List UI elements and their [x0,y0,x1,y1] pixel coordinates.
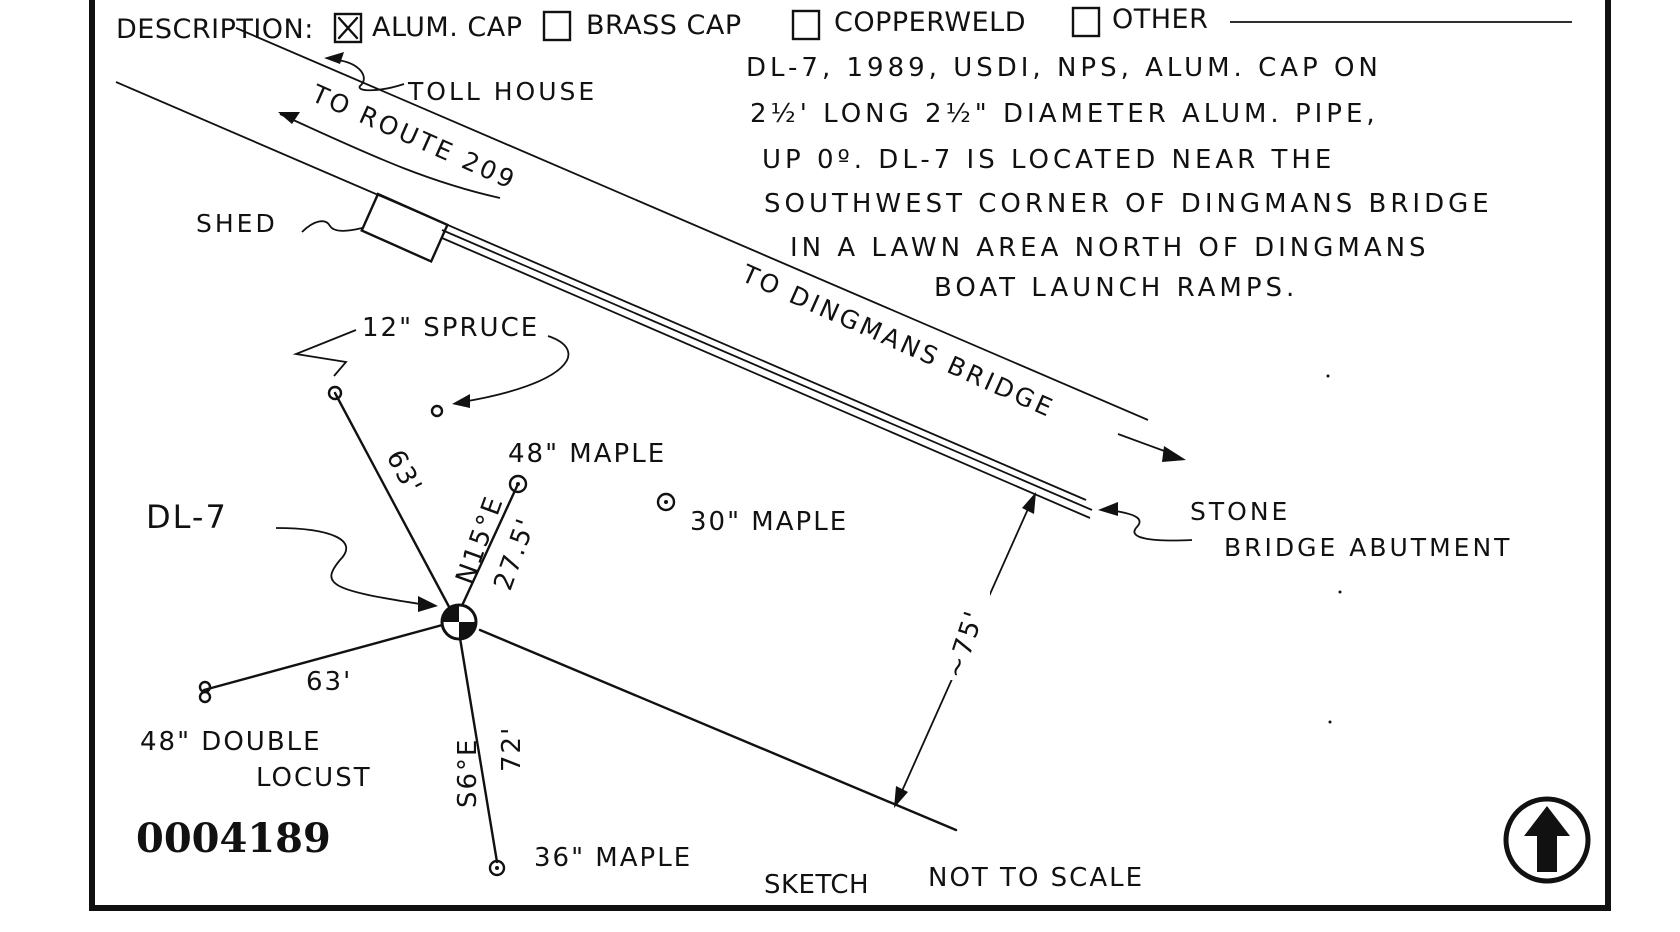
arrow-head-icon [418,596,438,612]
arrow-head-icon [278,112,300,124]
tie-to-maple-48 [458,482,520,612]
maple-30-label: 30" MAPLE [690,507,848,537]
maple-36-tree-center [495,866,499,870]
note-line: DL-7, 1989, USDI, NPS, ALUM. CAP ON [746,53,1382,83]
notes-block: DL-7, 1989, USDI, NPS, ALUM. CAP ON 2½' … [746,53,1493,303]
stray-mark [1326,374,1330,378]
arrow-head-icon [1022,492,1036,514]
bridge-edge-2 [441,237,1091,519]
maple-48-label: 48" MAPLE [508,439,666,469]
note-line: SOUTHWEST CORNER OF DINGMANS BRIDGE [764,189,1493,219]
toll-house-label: TOLL HOUSE [407,77,597,106]
shed-leader [301,220,363,233]
sketch-label: SKETCH [764,870,869,900]
option-brass-cap[interactable]: BRASS CAP [542,10,742,42]
abutment-arrow [1107,509,1193,542]
dimension-gap [942,590,990,680]
maple-30-tree-center [664,500,668,504]
dl7-label: DL-7 [146,498,228,536]
toll-house-leader [335,59,405,92]
locust-distance: 63' [306,667,352,697]
dl7-leader [275,527,421,605]
option-alum-cap[interactable]: ALUM. CAP [333,12,523,44]
arrow-head-icon [1098,502,1118,516]
stone-label-2: BRIDGE ABUTMENT [1224,533,1512,562]
sketch-frame [89,0,1611,911]
tie-to-abutment-line [478,628,958,832]
stone-label-1: STONE [1190,497,1290,526]
spruce-leader-left [292,329,357,377]
option-copperweld[interactable]: COPPERWELD [791,7,1026,41]
arrow-head-icon [1162,446,1186,462]
north-arrow-icon [1503,796,1591,884]
note-line: 2½' LONG 2½" DIAMETER ALUM. PIPE, [750,99,1379,129]
option-label-copperweld: COPPERWELD [834,7,1026,38]
spruce-tree-2 [430,404,444,418]
maple-30-tree [656,492,676,512]
note-line: IN A LAWN AREA NORTH OF DINGMANS [790,233,1430,263]
double-locust-label-1: 48" DOUBLE [140,727,322,757]
check-mark-icon [337,16,359,40]
arrow-head-icon [452,394,470,408]
shed-building [360,192,450,264]
checkbox-brass-cap[interactable] [542,10,572,42]
double-locust-tree [198,680,212,704]
tie-to-locust [202,622,448,692]
not-to-scale-label: NOT TO SCALE [928,863,1144,893]
description-row: DESCRIPTION: ALUM. CAP BRASS CAP COPPERW… [116,4,1572,45]
maple-36-label: 36" MAPLE [534,843,692,873]
maple-36-bearing: S6°E [453,738,483,808]
arrow-head-icon [894,786,908,808]
checkbox-alum-cap[interactable] [333,12,363,44]
road-edge-lower [115,81,1087,501]
spruce-leader-right [461,335,570,403]
road-edge-upper [235,27,1149,421]
option-label-other: OTHER [1112,4,1208,35]
maple-48-tree [508,474,528,494]
maple-36-distance: 72' [497,726,527,772]
bridge-edge-1 [441,229,1093,511]
option-label-alum-cap: ALUM. CAP [372,12,523,43]
shed-label: SHED [196,209,278,238]
stray-mark [1338,590,1342,594]
route-209-arrow [279,113,501,199]
double-locust-label-2: LOCUST [256,763,372,793]
note-line: UP 0º. DL-7 IS LOCATED NEAR THE [762,145,1335,175]
note-line: BOAT LAUNCH RAMPS. [934,273,1298,303]
stray-mark [1328,720,1332,724]
checkbox-other[interactable] [1071,6,1101,38]
spruce-label: 12" SPRUCE [362,313,539,343]
checkbox-copperweld[interactable] [791,9,821,41]
spruce-tree-1 [327,385,343,401]
option-label-brass-cap: BRASS CAP [586,10,742,41]
tie-to-spruce [333,391,457,620]
tie-to-maple-36 [458,636,499,864]
benchmark-disk-icon [440,603,478,641]
description-label: DESCRIPTION: [116,14,314,45]
record-number: 0004189 [136,815,331,862]
arrow-head-icon [324,52,344,64]
option-other[interactable]: OTHER [1071,4,1208,38]
